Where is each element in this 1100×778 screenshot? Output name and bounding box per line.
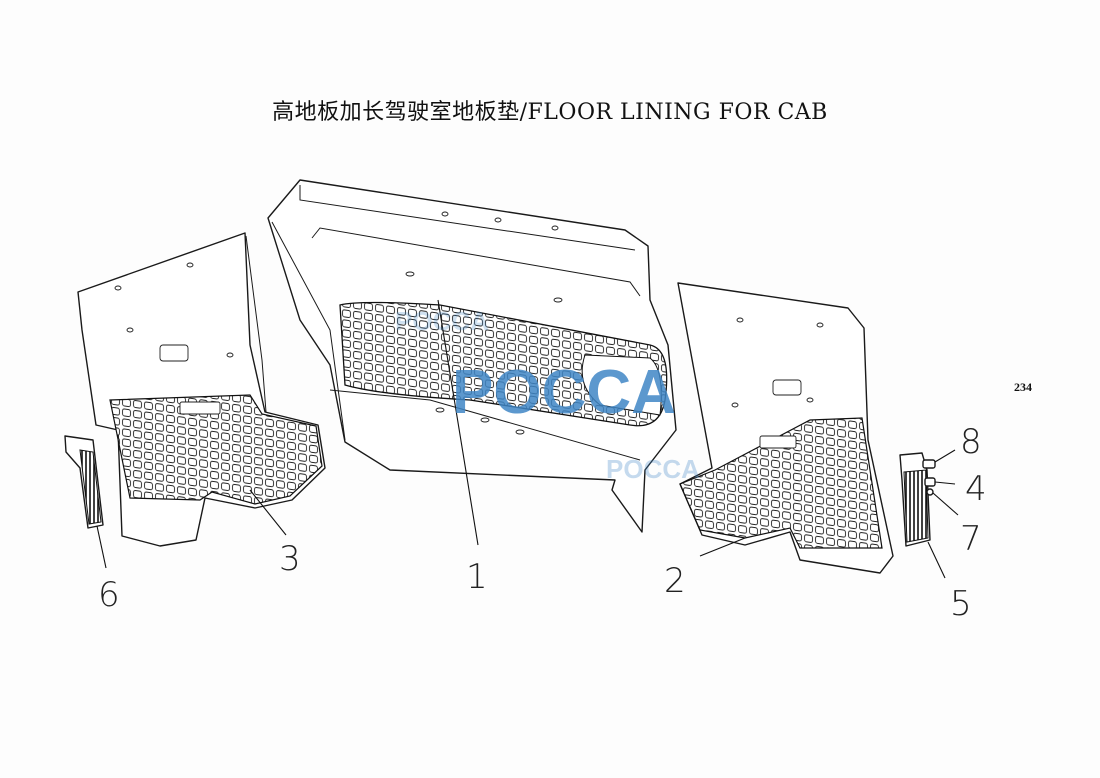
part-4-clip [924, 477, 936, 487]
diagram-title: 高地板加长驾驶室地板垫/FLOOR LINING FOR CAB [272, 100, 828, 125]
watermark-text-faint-2: POCCA [606, 454, 700, 484]
part-5-right-strip [899, 452, 931, 547]
part-2-right-floor-lining [677, 282, 894, 574]
page-number: 234 [1014, 380, 1032, 394]
callout-4: 4 [965, 469, 987, 509]
watermark: POCCA POCCA POCCA [395, 306, 700, 484]
part-3-left-floor-lining [77, 232, 326, 547]
part-8-cap [922, 459, 936, 469]
part-1-center-floor-lining [267, 179, 677, 533]
callout-6: 6 [98, 575, 120, 615]
part-7-fastener [926, 488, 934, 496]
part-6-left-strip [64, 435, 104, 529]
callout-1: 1 [466, 557, 488, 597]
watermark-text-main: POCCA [452, 358, 676, 427]
callout-numbers: 1 2 3 4 5 6 7 8 [98, 422, 987, 624]
fastener-parts [922, 459, 936, 496]
callout-2: 2 [664, 561, 686, 601]
watermark-text-faint-1: POCCA [395, 306, 489, 336]
callout-8: 8 [960, 422, 982, 462]
callout-3: 3 [279, 539, 301, 579]
callout-7: 7 [960, 519, 982, 559]
leader-lines [96, 299, 959, 579]
callout-5: 5 [950, 584, 972, 624]
